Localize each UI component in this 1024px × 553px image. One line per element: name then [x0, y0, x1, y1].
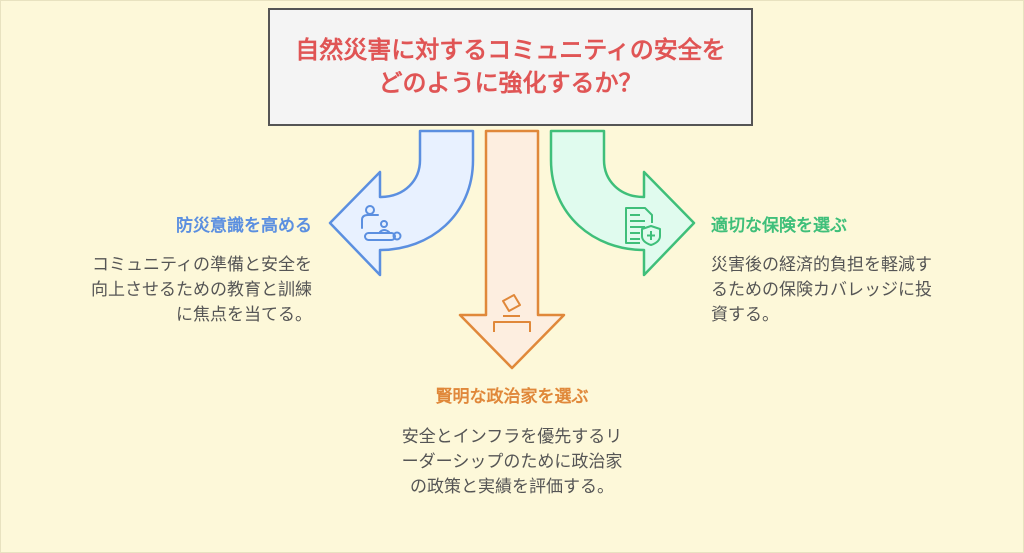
desc-raise-awareness: コミュニティの準備と安全を 向上させるための教育と訓練 に焦点を当てる。 — [91, 253, 312, 328]
right-arrow — [549, 129, 696, 277]
heading-choose-insurance: 適切な保険を選ぶ — [711, 216, 847, 236]
desc-line: るための保険カバレッジに投 — [711, 280, 932, 300]
desc-line: 安全とインフラを優先するリ — [401, 427, 623, 447]
down-arrow — [458, 129, 566, 370]
desc-line: コミュニティの準備と安全を — [92, 255, 312, 275]
ballot-box-icon — [493, 294, 531, 332]
desc-line: ーダーシップのために政治家 — [401, 452, 623, 472]
desc-line: 災害後の経済的負担を軽減す — [711, 255, 932, 275]
title-box: 自然災害に対するコミュニティの安全をどのように強化するか？ — [268, 8, 753, 126]
desc-line: に焦点を当てる。 — [176, 305, 312, 325]
heading-choose-politicians: 賢明な政治家を選ぶ — [435, 387, 589, 407]
title: 自然災害に対するコミュニティの安全をどのように強化するか？ — [295, 36, 726, 97]
desc-line: の政策と実績を評価する。 — [410, 477, 614, 497]
left-arrow — [328, 129, 475, 277]
desc-line: 資する。 — [711, 305, 779, 325]
first-aid-training-icon — [361, 205, 402, 241]
insurance-document-icon — [625, 207, 661, 246]
desc-choose-politicians: 安全とインフラを優先するリ ーダーシップのために政治家 の政策と実績を評価する。 — [362, 425, 662, 500]
desc-line: 向上させるための教育と訓練 — [91, 280, 312, 300]
desc-choose-insurance: 災害後の経済的負担を軽減す るための保険カバレッジに投 資する。 — [711, 253, 932, 328]
heading-raise-awareness: 防災意識を高める — [176, 216, 312, 236]
